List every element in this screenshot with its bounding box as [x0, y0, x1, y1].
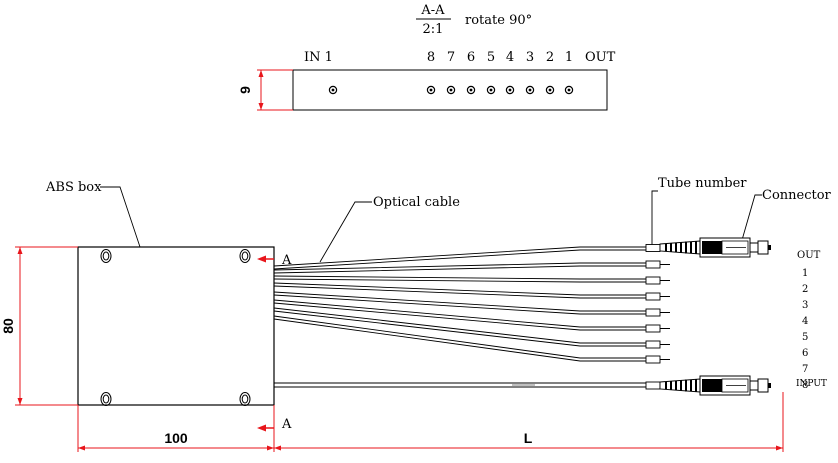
section-scale: 2:1: [423, 22, 444, 37]
box-height-dimension: [15, 246, 78, 406]
abs-box-label: ABS box: [45, 180, 102, 195]
output-number: 2: [802, 284, 808, 295]
tube: [645, 276, 670, 285]
mounting-hole: [239, 392, 251, 406]
section-view: A-A 2:1 rotate 90° IN 1 OUT 8 7 6 5 4 3 …: [237, 3, 616, 111]
input-label-text: INPUT: [796, 379, 827, 389]
tube: [645, 355, 670, 364]
out-header: OUT: [797, 250, 821, 261]
fiber-8: [273, 315, 646, 362]
connector-label: Connector: [762, 188, 832, 203]
abs-box-leader: [100, 186, 141, 248]
port-numbers: 8 7 6 5 4 3 2 1: [427, 50, 573, 65]
tube-number-label: Tube number: [658, 176, 747, 191]
port-number: 6: [467, 50, 475, 65]
abs-box-outline: [77, 246, 275, 406]
port-hole: [446, 85, 456, 95]
output-number: 6: [802, 348, 808, 359]
box-height-label: 80: [0, 318, 16, 334]
cable-length-label: L: [524, 430, 533, 446]
port-number: 7: [447, 50, 455, 65]
section-box-outline: [292, 69, 608, 111]
section-marker-top-label: A: [281, 253, 292, 268]
output-number: 1: [802, 268, 808, 279]
fiber-7: [273, 307, 646, 347]
port-number: 8: [427, 50, 435, 65]
optical-cable-label: Optical cable: [373, 195, 460, 210]
output-tubes: [645, 244, 670, 364]
mounting-holes: [100, 249, 251, 406]
input-connector: [659, 375, 771, 396]
section-marker-top: [257, 255, 274, 263]
cable-length-dimension: [274, 392, 784, 452]
tube: [645, 260, 670, 269]
box-width-label: 100: [164, 430, 188, 446]
tube: [645, 308, 670, 317]
tube-number-leader: [651, 190, 658, 248]
port-hole: [564, 85, 574, 95]
tube: [645, 340, 670, 349]
port-number: 3: [526, 50, 534, 65]
fiber-3: [273, 275, 646, 283]
output-number: 5: [802, 332, 808, 343]
port-number: 2: [546, 50, 554, 65]
section-out-label: OUT: [585, 50, 616, 65]
section-in-label: IN 1: [304, 50, 333, 65]
tube: [645, 244, 661, 252]
section-marker-bottom: [257, 424, 274, 432]
output-number: 7: [802, 364, 808, 375]
connector-leader: [739, 194, 762, 248]
fiber-5: [273, 291, 646, 315]
port-hole: [525, 85, 535, 95]
fiber-1: [273, 246, 646, 270]
section-height-dimension: [257, 69, 293, 111]
output-number: 4: [802, 316, 808, 327]
port-hole: [466, 85, 476, 95]
section-height-label: 9: [237, 86, 253, 94]
optical-cable-leader: [319, 201, 372, 263]
main-view: ABS box Optical cable Tube number Connec…: [0, 176, 832, 452]
tube: [645, 324, 670, 333]
mounting-hole: [100, 249, 112, 263]
input-fiber: [274, 381, 661, 390]
fiber-2: [273, 262, 646, 274]
port-hole: [486, 85, 496, 95]
fiber-6: [273, 299, 646, 331]
port-hole: [426, 85, 436, 95]
output-number: 8: [802, 380, 808, 391]
port-hole: [505, 85, 515, 95]
port-number: 5: [487, 50, 495, 65]
section-marker-bottom-label: A: [281, 417, 292, 432]
section-ports: [328, 85, 574, 95]
port-hole-in: [328, 85, 338, 95]
output-connector: [659, 237, 771, 258]
output-numbers: 1 2 3 4 5 6 7 8: [802, 268, 808, 391]
port-number: 1: [565, 50, 573, 65]
port-hole: [545, 85, 555, 95]
port-number: 4: [506, 50, 514, 65]
mounting-hole: [100, 392, 112, 406]
tube: [645, 292, 670, 301]
box-width-dimension: [77, 405, 275, 452]
output-fibers: [273, 246, 646, 362]
mounting-hole: [239, 249, 251, 263]
section-name: A-A: [420, 3, 445, 18]
section-rotate-note: rotate 90°: [465, 13, 532, 28]
output-number: 3: [802, 300, 808, 311]
fiber-4: [273, 282, 646, 299]
input-label-box: INPUT: [796, 379, 827, 389]
